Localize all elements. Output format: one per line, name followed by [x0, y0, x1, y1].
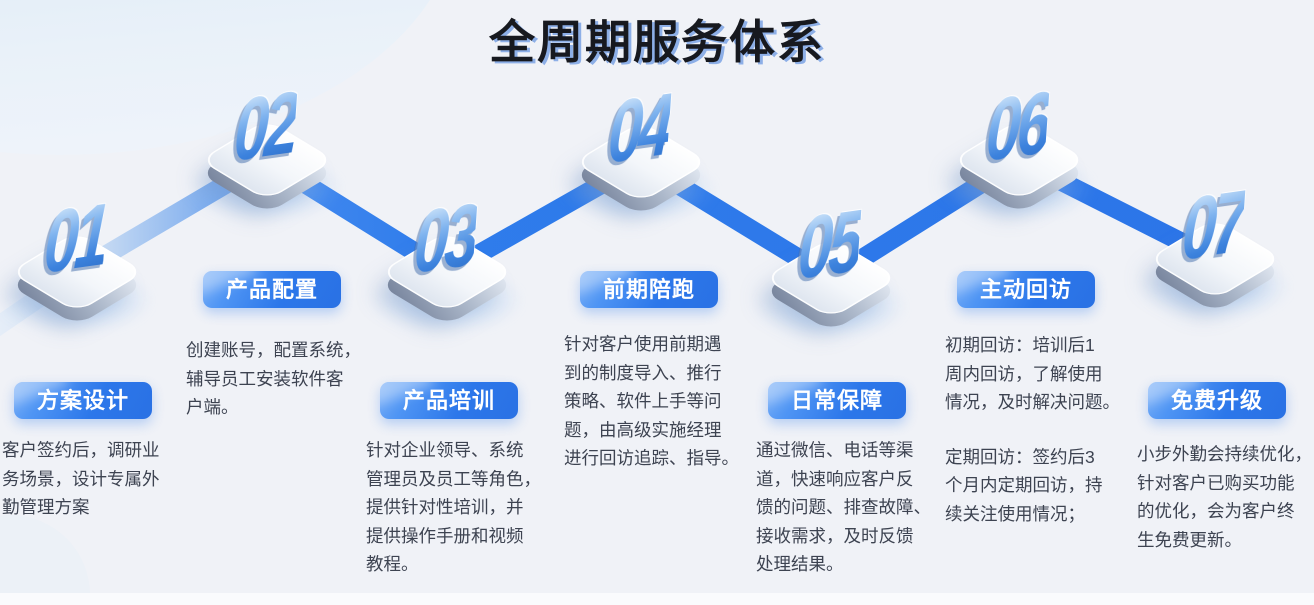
platform-5: 05 [748, 192, 914, 353]
step-label-early-accompany: 前期陪跑 [580, 271, 718, 308]
step-number-6: 06 [983, 73, 1051, 181]
platform-4: 04 [558, 76, 724, 237]
step-paragraph: 初期回访：培训后1 周内回访，了解使用 情况，及时解决问题。 [945, 335, 1120, 412]
step-label-product-config: 产品配置 [203, 271, 341, 308]
platform-3: 03 [364, 186, 530, 347]
step-number-5: 05 [795, 191, 863, 299]
step-description-2: 创建账号，配置系统， 辅导员工安装软件客 户端。 [186, 336, 386, 422]
bottom-strip [0, 593, 1314, 605]
step-paragraph: 客户签约后，调研业 务场景，设计专属外 勤管理方案 [2, 440, 160, 517]
step-paragraph: 定期回访：签约后3 个月内定期回访，持 续关注使用情况； [945, 446, 1103, 524]
step-description-1: 客户签约后，调研业 务场景，设计专属外 勤管理方案 [2, 436, 202, 522]
platform-6: 06 [936, 74, 1102, 235]
step-description-6: 初期回访：培训后1 周内回访，了解使用 情况，及时解决问题。 定期回访：签约后3… [945, 331, 1145, 528]
step-number-1: 01 [41, 185, 109, 293]
platform-2: 02 [184, 74, 350, 235]
step-label-solution-design: 方案设计 [14, 382, 152, 419]
step-label-free-upgrade: 免费升级 [1148, 382, 1286, 419]
step-description-7: 小步外勤会持续优化， 针对客户已购买功能 的优化，会为客户终 生免费更新。 [1137, 440, 1314, 554]
step-paragraph: 创建账号，配置系统， 辅导员工安装软件客 户端。 [186, 340, 361, 417]
step-paragraph: 通过微信、电话等渠 道，快速响应客户反 馈的问题、排查故障、 接收需求，及时反馈… [756, 440, 931, 574]
step-label-proactive-followup: 主动回访 [957, 271, 1095, 308]
step-description-3: 针对企业领导、系统 管理员及员工等角色， 提供针对性培训，并 提供操作手册和视频… [366, 436, 566, 579]
step-paragraph: 针对企业领导、系统 管理员及员工等角色， 提供针对性培训，并 提供操作手册和视频… [366, 440, 541, 574]
step-description-4: 针对客户使用前期遇 到的制度导入、推行 策略、软件上手等问 题，由高级实施经理 … [564, 330, 764, 473]
step-description-5: 通过微信、电话等渠 道，快速响应客户反 馈的问题、排查故障、 接收需求，及时反馈… [756, 436, 956, 579]
platform-7: 07 [1132, 173, 1298, 334]
step-label-product-training: 产品培训 [380, 382, 518, 419]
step-label-daily-support: 日常保障 [768, 382, 906, 419]
step-number-7: 07 [1179, 172, 1247, 280]
step-number-4: 04 [605, 75, 673, 183]
page-title: 全周期服务体系 [489, 16, 825, 68]
step-paragraph: 针对客户使用前期遇 到的制度导入、推行 策略、软件上手等问 题，由高级实施经理 … [564, 334, 739, 468]
step-number-2: 02 [231, 73, 299, 181]
platform-1: 01 [0, 186, 160, 347]
step-number-3: 03 [411, 185, 479, 293]
step-paragraph: 小步外勤会持续优化， 针对客户已购买功能 的优化，会为客户终 生免费更新。 [1137, 444, 1312, 550]
